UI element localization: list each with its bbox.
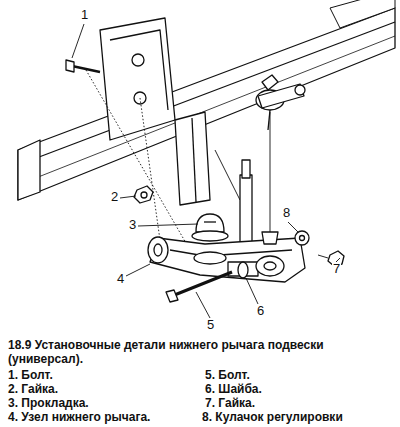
part-key-item: 6. Шайба. xyxy=(205,382,262,396)
callout-number: 4 xyxy=(116,272,125,286)
callout-number: 3 xyxy=(128,218,137,232)
figure-caption: 18.9 Установочные детали нижнего рычага … xyxy=(8,338,353,366)
part-key-item: 8. Кулачок регулировки сходимости. xyxy=(202,410,396,427)
callout-number: 5 xyxy=(206,318,215,332)
part-key-item: 7. Гайка. xyxy=(205,396,255,410)
part-key-item: 3. Прокладка. xyxy=(8,396,89,410)
suspension-illustration xyxy=(0,0,400,340)
callout-number: 8 xyxy=(282,206,291,220)
callout-number: 7 xyxy=(332,262,341,276)
part-key-item: 1. Болт. xyxy=(8,368,53,382)
callout-number: 1 xyxy=(80,8,89,22)
part-key-item: 4. Узел нижнего рычага. xyxy=(8,410,150,424)
callout-number: 2 xyxy=(110,190,119,204)
part-key-item: 2. Гайка. xyxy=(8,382,58,396)
callout-number: 6 xyxy=(256,304,265,318)
part-key-item: 5. Болт. xyxy=(205,368,250,382)
